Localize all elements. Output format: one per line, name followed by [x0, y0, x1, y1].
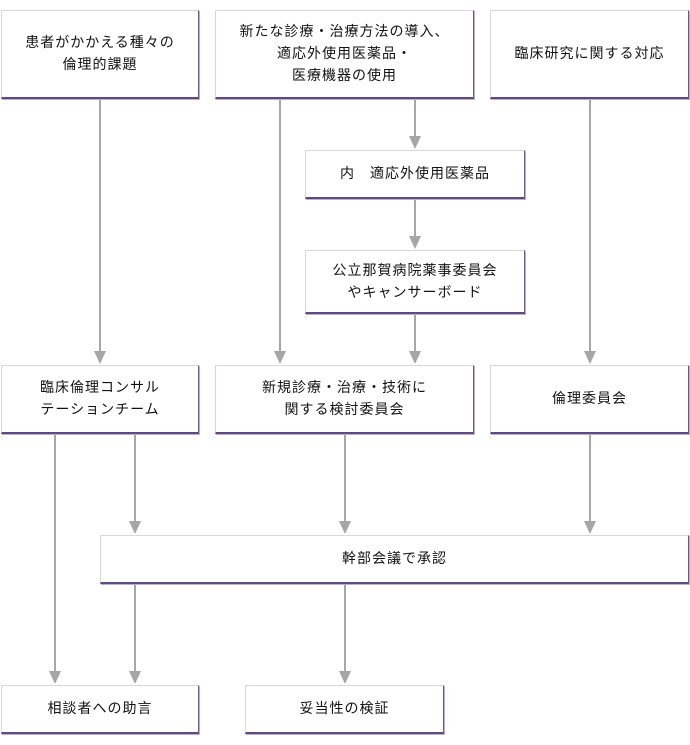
- node-text-line: 幹部会議で承認: [342, 551, 447, 567]
- connector-review-to-exec: [339, 434, 351, 534]
- node-text-line: 臨床研究に関する対応: [514, 46, 665, 62]
- arrowhead-icon: [584, 521, 596, 534]
- node-text-line: やキャンサーボード: [347, 284, 483, 301]
- arrowhead-icon: [409, 136, 421, 149]
- node-patient-ethical-issues: 患者がかかえる種々の 倫理的課題: [1, 10, 199, 99]
- arrowhead-icon: [339, 521, 351, 534]
- node-text-line: 妥当性の検証: [299, 701, 390, 717]
- node-text-line: 新たな診療・治療方法の導入、: [239, 24, 450, 40]
- connector-ethics-to-exec: [584, 434, 596, 534]
- node-text-line: 倫理委員会: [552, 391, 627, 407]
- node-text-line: 相談者への助言: [47, 701, 153, 717]
- node-text-line: 臨床倫理コンサル: [40, 380, 160, 396]
- arrowhead-icon: [409, 236, 421, 249]
- connector-consult-to-exec: [129, 434, 141, 534]
- node-text-line: 患者がかかえる種々の: [25, 35, 175, 51]
- node-text-line: 内 適応外使用医薬品: [340, 166, 490, 182]
- node-advice-to-consultee: 相談者への助言: [1, 685, 199, 734]
- node-text-line: 公立那賀病院薬事委員会: [332, 262, 498, 279]
- arrowhead-icon: [339, 671, 351, 684]
- node-text-line: 関する検討委員会: [284, 402, 405, 418]
- arrowhead-icon: [584, 351, 596, 364]
- node-ethics-consultation-team: 臨床倫理コンサル テーションチーム: [1, 365, 199, 434]
- arrowhead-icon: [274, 351, 286, 364]
- connector-consult-to-advice: [49, 434, 61, 684]
- arrowhead-icon: [94, 351, 106, 364]
- node-text-line: 倫理的課題: [62, 57, 138, 73]
- node-validity-verification: 妥当性の検証: [245, 685, 444, 734]
- node-text-line: 医療機器の使用: [292, 68, 397, 84]
- node-off-label-drugs: 内 適応外使用医薬品: [305, 150, 525, 199]
- node-executive-approval: 幹部会議で承認: [100, 535, 689, 584]
- connector-offlabel-to-pharm: [409, 199, 421, 249]
- arrowhead-icon: [129, 521, 141, 534]
- connector-pharm-to-review: [409, 314, 421, 364]
- node-text-line: 新規診療・治療・技術に: [262, 380, 427, 396]
- connector-issues-to-consult: [94, 99, 106, 364]
- arrowhead-icon: [129, 671, 141, 684]
- arrowhead-icon: [409, 351, 421, 364]
- connector-exec-to-verify: [339, 584, 351, 684]
- node-new-treatment-introduction: 新たな診療・治療方法の導入、 適応外使用医薬品・ 医療機器の使用: [215, 10, 474, 99]
- arrowhead-icon: [49, 671, 61, 684]
- node-ethics-committee: 倫理委員会: [490, 365, 689, 434]
- connector-research-to-ethics: [584, 99, 596, 364]
- connector-newtx-to-offlabel: [409, 99, 421, 149]
- edge-layer: [49, 99, 596, 684]
- node-pharmacy-committee: 公立那賀病院薬事委員会 やキャンサーボード: [305, 250, 525, 314]
- node-text-line: 適応外使用医薬品・: [277, 46, 412, 62]
- node-clinical-research: 臨床研究に関する対応: [490, 10, 689, 99]
- node-text-line: テーションチーム: [40, 402, 160, 418]
- connector-exec-to-advice: [129, 584, 141, 684]
- node-new-treatment-review-committee: 新規診療・治療・技術に 関する検討委員会: [215, 365, 474, 434]
- connector-newtx-to-review: [274, 99, 286, 364]
